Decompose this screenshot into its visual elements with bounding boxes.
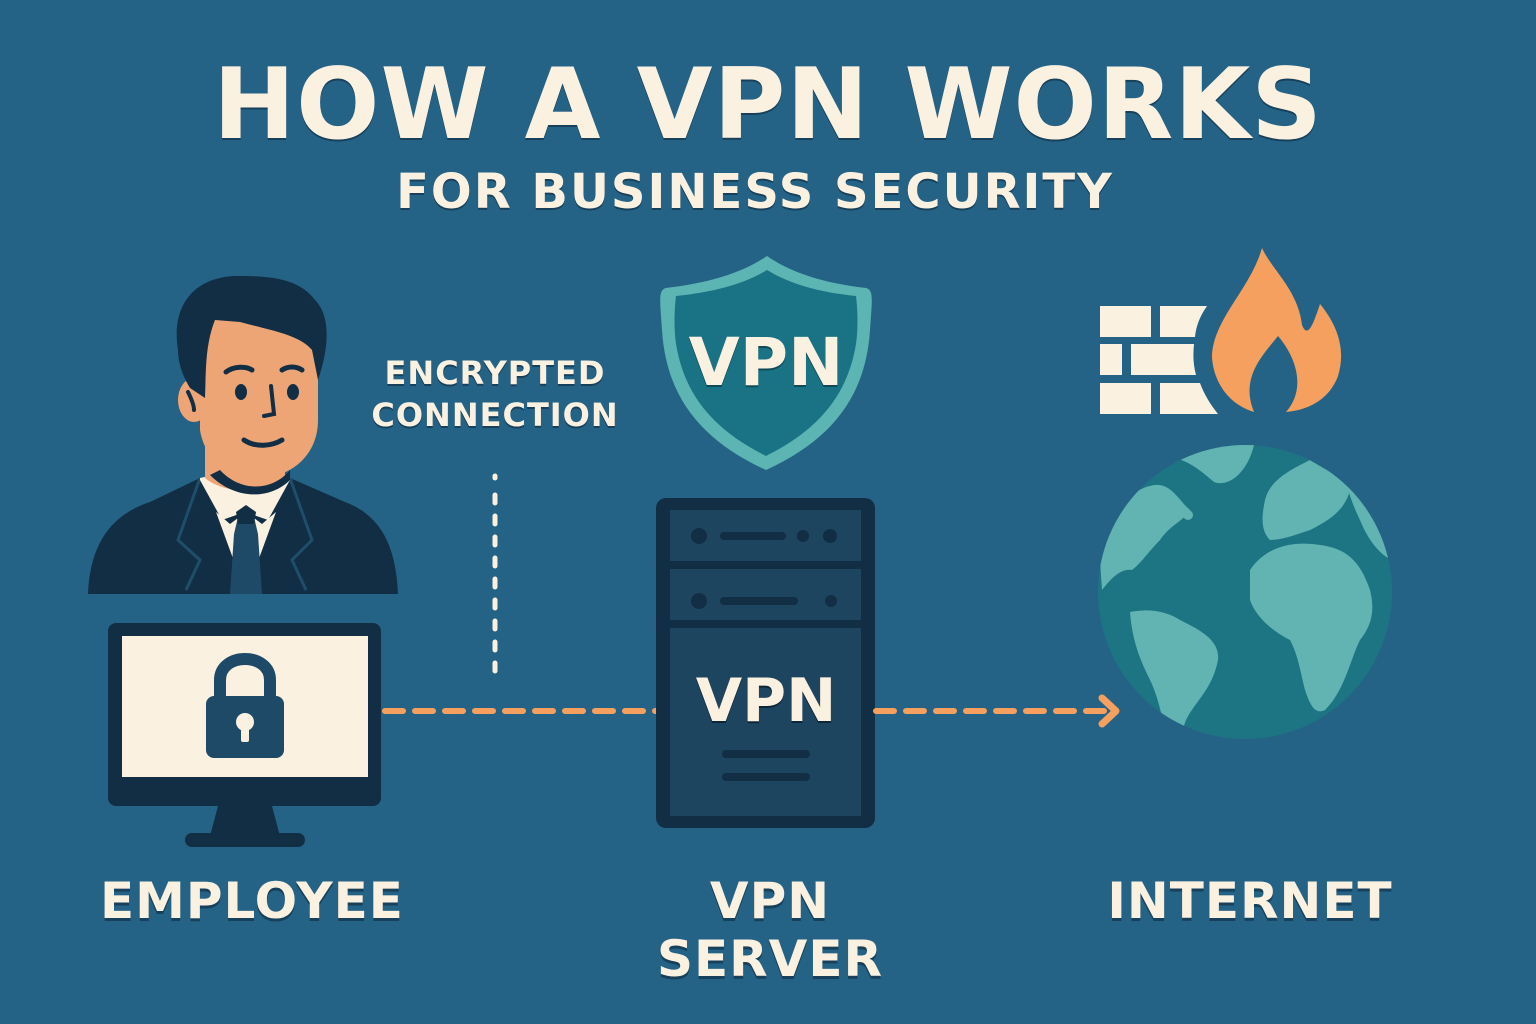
- page-subtitle: FOR BUSINESS SECURITY: [396, 164, 1114, 220]
- page-title: HOW A VPN WORKS: [213, 48, 1323, 162]
- label-internet: INTERNET: [1107, 872, 1393, 930]
- shield-vpn-text: VPN: [688, 324, 844, 401]
- annotation-line-2: CONNECTION: [371, 396, 619, 434]
- encrypted-connection-annotation: ENCRYPTED CONNECTION: [355, 352, 635, 436]
- label-employee: EMPLOYEE: [100, 872, 404, 930]
- server-vpn-text: VPN: [695, 666, 837, 736]
- label-vpn-server: VPN SERVER: [656, 872, 884, 988]
- annotation-line-1: ENCRYPTED: [384, 354, 606, 392]
